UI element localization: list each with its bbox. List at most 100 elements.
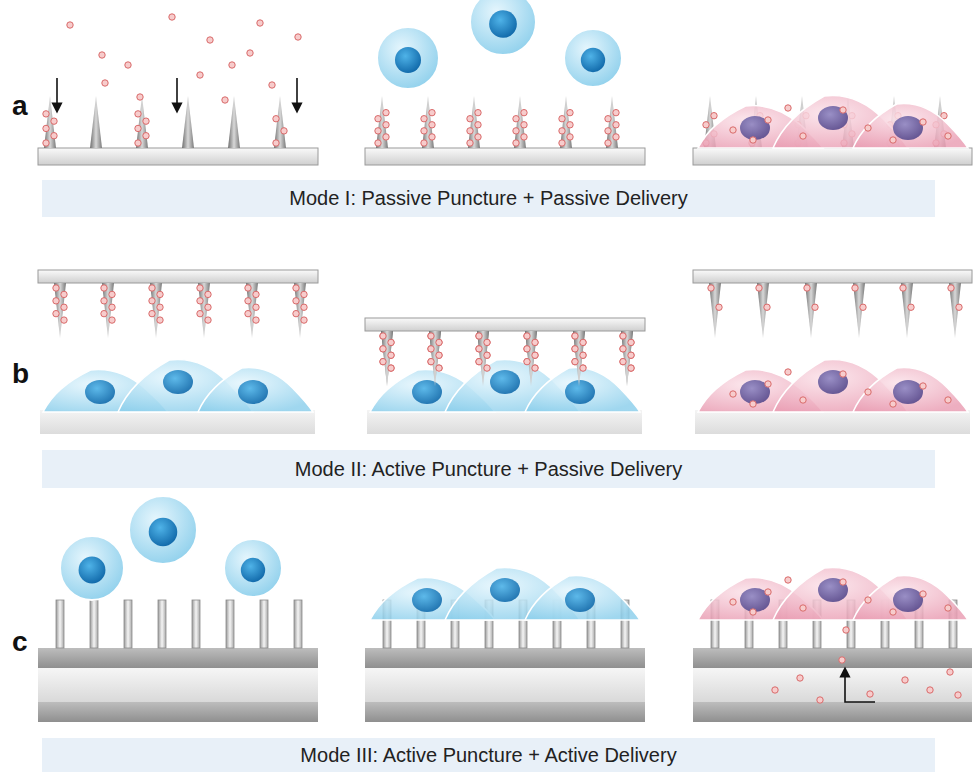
nucleus bbox=[238, 380, 268, 404]
panel-letter: c bbox=[12, 628, 28, 656]
drug-particle bbox=[273, 116, 279, 122]
drug-particle bbox=[143, 133, 149, 139]
drug-particle bbox=[476, 333, 482, 339]
drug-particle bbox=[476, 346, 482, 352]
mode-band: Mode II: Active Puncture + Passive Deliv… bbox=[42, 450, 935, 488]
nucleus bbox=[893, 116, 923, 140]
drug-particle bbox=[750, 401, 756, 407]
drug-particle bbox=[902, 677, 908, 683]
figure bbox=[38, 0, 972, 722]
drug-particle bbox=[580, 352, 586, 358]
drug-particle bbox=[605, 128, 611, 134]
drug-particle bbox=[476, 358, 482, 364]
drug-particle bbox=[467, 140, 473, 146]
drug-particle bbox=[945, 605, 951, 611]
drug-particle bbox=[380, 346, 386, 352]
drug-particle bbox=[205, 304, 211, 310]
drug-particle bbox=[484, 365, 490, 371]
drug-particle bbox=[865, 389, 871, 395]
drug-particle bbox=[521, 134, 527, 140]
drug-particle bbox=[865, 597, 871, 603]
drug-particle bbox=[99, 52, 105, 58]
drug-particle bbox=[388, 352, 394, 358]
drug-particle bbox=[207, 37, 213, 43]
drug-particle bbox=[613, 134, 619, 140]
drug-particle bbox=[839, 657, 845, 663]
drug-particle bbox=[524, 358, 530, 364]
drug-particle bbox=[388, 352, 394, 358]
drug-particle bbox=[484, 352, 490, 358]
drug-particle bbox=[197, 298, 203, 304]
substrate-plate bbox=[365, 318, 645, 331]
drug-particle bbox=[245, 310, 251, 316]
drug-particle bbox=[273, 140, 279, 146]
drug-particle bbox=[101, 310, 107, 316]
drug-particle bbox=[484, 365, 490, 371]
nucleus bbox=[241, 558, 265, 582]
drug-particle bbox=[628, 352, 634, 358]
drug-particle bbox=[521, 109, 527, 115]
drug-particle bbox=[572, 346, 578, 352]
drug-particle bbox=[149, 310, 155, 316]
drug-particle bbox=[605, 116, 611, 122]
drug-particle bbox=[764, 304, 770, 310]
nucleus bbox=[581, 48, 605, 72]
drug-particle bbox=[521, 122, 527, 128]
drug-particle bbox=[125, 62, 131, 68]
drug-particle bbox=[572, 358, 578, 364]
drug-particle bbox=[920, 119, 926, 125]
drug-particle bbox=[301, 304, 307, 310]
drug-particle bbox=[620, 358, 626, 364]
nucleus bbox=[395, 47, 421, 73]
hollow-nanotube bbox=[124, 600, 132, 648]
suspended-cell bbox=[129, 496, 197, 564]
drug-particle bbox=[513, 140, 519, 146]
drug-particle bbox=[572, 333, 578, 339]
drug-particle bbox=[421, 116, 427, 122]
drug-particle bbox=[628, 339, 634, 345]
drug-particle bbox=[149, 298, 155, 304]
drug-particle bbox=[137, 94, 143, 100]
needle bbox=[182, 96, 194, 148]
suspended-cell bbox=[224, 539, 282, 597]
needle bbox=[90, 96, 102, 148]
drug-particle bbox=[785, 369, 791, 375]
drug-particle bbox=[800, 605, 806, 611]
drug-particle bbox=[840, 107, 846, 113]
adherent-cell bbox=[525, 576, 640, 620]
hollow-nanotube bbox=[226, 600, 234, 648]
drug-particle bbox=[890, 137, 896, 143]
drug-particle bbox=[785, 105, 791, 111]
drug-particle bbox=[840, 579, 846, 585]
drug-particle bbox=[43, 140, 49, 146]
drug-particle bbox=[620, 333, 626, 339]
drug-particle bbox=[927, 687, 933, 693]
nucleus bbox=[85, 380, 115, 404]
drug-particle bbox=[532, 339, 538, 345]
drug-particle bbox=[476, 358, 482, 364]
drug-particle bbox=[380, 346, 386, 352]
drug-particle bbox=[580, 365, 586, 371]
drug-particle bbox=[428, 346, 434, 352]
drug-particle bbox=[436, 365, 442, 371]
drug-particle bbox=[580, 365, 586, 371]
drug-particle bbox=[572, 346, 578, 352]
drug-particle bbox=[253, 291, 259, 297]
drug-particle bbox=[383, 109, 389, 115]
hollow-nanotube bbox=[158, 600, 166, 648]
drug-particle bbox=[301, 317, 307, 323]
membrane-layer bbox=[38, 648, 318, 668]
nucleus bbox=[565, 588, 595, 612]
drug-particle bbox=[867, 691, 873, 697]
adherent-cell bbox=[198, 368, 313, 412]
motion-arrow bbox=[176, 78, 178, 108]
drug-particle bbox=[945, 397, 951, 403]
drug-particle bbox=[620, 346, 626, 352]
drug-particle bbox=[428, 358, 434, 364]
bottom-layer bbox=[365, 702, 645, 722]
drug-particle bbox=[61, 291, 67, 297]
drug-particle bbox=[532, 365, 538, 371]
drug-particle bbox=[61, 304, 67, 310]
drug-particle bbox=[800, 397, 806, 403]
drug-particle bbox=[467, 116, 473, 122]
